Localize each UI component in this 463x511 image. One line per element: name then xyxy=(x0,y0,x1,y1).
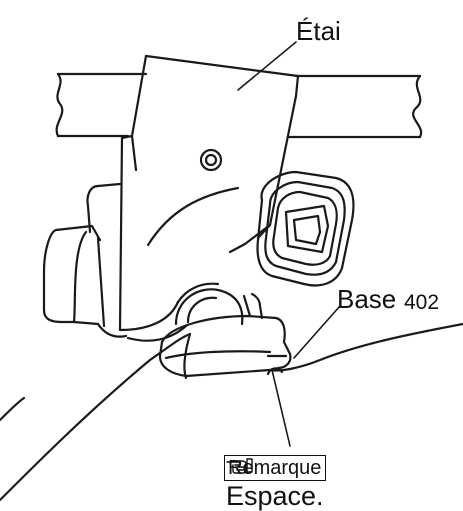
part-number-label: 402 xyxy=(404,291,440,314)
base-leader-line xyxy=(293,305,341,359)
base-dome xyxy=(174,288,244,326)
plate-arc xyxy=(146,186,240,247)
note-text: Espace. xyxy=(226,481,324,511)
hull-surface xyxy=(0,322,463,502)
adjustment-knob xyxy=(256,170,355,287)
base-arm xyxy=(118,282,220,342)
base-label: Base xyxy=(337,284,397,314)
stay-leader-line xyxy=(237,41,297,91)
rail-left xyxy=(55,72,148,138)
note-badge: Remarque xyxy=(224,455,327,481)
left-bracket xyxy=(42,182,128,338)
bolt-head xyxy=(199,148,223,172)
gap-indicator xyxy=(266,367,291,447)
rail-right xyxy=(286,74,423,139)
pointing-hand-icon xyxy=(226,458,253,474)
stay-label: Étai xyxy=(296,16,341,46)
base-402-block xyxy=(158,292,292,378)
